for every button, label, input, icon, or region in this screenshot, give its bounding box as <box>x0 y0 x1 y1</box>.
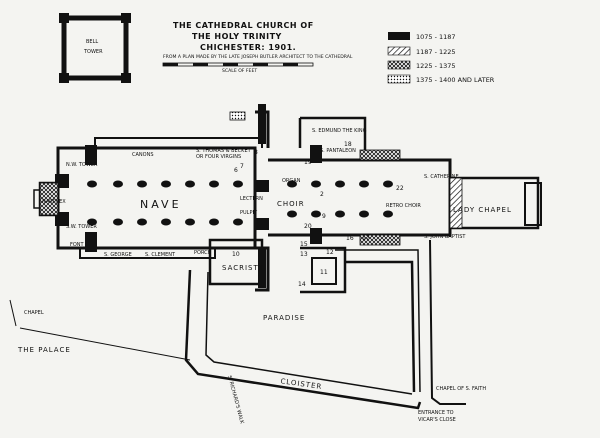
nave-pier <box>185 180 195 188</box>
narthex-label: NARTHEX <box>42 199 66 205</box>
bell-label: BELL <box>86 39 98 45</box>
nave-pier <box>209 180 219 188</box>
choir-pier <box>311 210 321 218</box>
porch-label: PORCH <box>194 250 212 256</box>
title-line-3: CHICHESTER: 1901. <box>200 43 296 52</box>
st-catherine-label: S. CATHERINE <box>424 174 459 180</box>
num-9: 9 <box>322 213 326 220</box>
font-label: FONT <box>70 242 85 248</box>
chapel-st-faith-label: CHAPEL OF S. FAITH <box>436 386 486 392</box>
nave-pier <box>233 180 243 188</box>
st-clement-label: S. CLEMENT <box>145 252 176 258</box>
lectern-label: LECTERN <box>240 196 263 202</box>
scale-label: SCALE OF FEET <box>222 68 257 74</box>
num-20: 20 <box>304 223 312 230</box>
choir-pier <box>287 210 297 218</box>
sw-tower-label: S.W. TOWER <box>66 224 97 230</box>
legend-swatch-solid <box>388 32 410 40</box>
st-pantaleon-label: S. PANTALEON <box>320 148 356 154</box>
palace-label: THE PALACE <box>17 346 71 354</box>
st-edmund-label: S. EDMUND THE KING <box>312 128 367 134</box>
nave-pier <box>137 180 147 188</box>
vicars-close-label: VICAR'S CLOSE <box>418 417 456 423</box>
num-8: 8 <box>254 149 258 156</box>
plan-labels: NAVE CHOIR LADY CHAPEL PARADISE CLOISTER… <box>17 128 512 425</box>
title-line-1: THE CATHEDRAL CHURCH OF <box>173 21 314 30</box>
num-10: 10 <box>232 251 240 258</box>
choir-pier <box>383 180 393 188</box>
pulpit-label: PULPIT <box>240 210 258 216</box>
nave-pier <box>161 180 171 188</box>
later-masonry <box>39 111 463 246</box>
chapel-left-label: CHAPEL <box>24 310 44 316</box>
num-6: 6 <box>234 167 238 174</box>
choir-pier <box>359 210 369 218</box>
legend-label-4: 1375 - 1400 AND LATER <box>416 76 495 84</box>
legend-swatch-cross <box>387 60 411 70</box>
title-block: THE CATHEDRAL CHURCH OF THE HOLY TRINITY… <box>162 21 353 74</box>
num-18: 18 <box>344 141 352 148</box>
choir-pier <box>383 210 393 218</box>
plan-numbers: 6 7 8 9 10 11 12 13 14 15 16 17 18 19 20… <box>232 141 404 288</box>
choir-pier <box>287 180 297 188</box>
legend-label-3: 1225 - 1375 <box>416 62 456 70</box>
num-7: 7 <box>240 163 244 170</box>
paradise-label: PARADISE <box>263 314 305 322</box>
num-2: 2 <box>320 191 324 198</box>
num-15: 15 <box>300 241 308 248</box>
choir-piers <box>287 180 393 218</box>
nave-pier <box>113 218 123 226</box>
legend-label-1: 1075 - 1187 <box>416 33 456 41</box>
legend-label-2: 1187 - 1225 <box>416 48 456 56</box>
num-11: 11 <box>320 269 328 276</box>
choir-pier <box>335 210 345 218</box>
st-thomas-label: S. THOMAS & BECKET <box>196 148 252 154</box>
st-john-baptist-label: S. JOHN BAPTIST <box>424 234 466 240</box>
nave-pier <box>161 218 171 226</box>
nave-pier <box>87 180 97 188</box>
scale-bar <box>162 62 314 67</box>
num-14: 14 <box>298 281 306 288</box>
norman-masonry <box>55 104 322 288</box>
nave-pier <box>209 218 219 226</box>
four-virgins-label: OR FOUR VIRGINS <box>196 154 241 160</box>
nw-tower-label: N.W. TOWER <box>66 162 98 168</box>
choir-label: CHOIR <box>277 200 305 208</box>
cloister-walls <box>9 239 466 410</box>
num-12: 12 <box>326 249 334 256</box>
legend-swatch-hatch <box>387 46 411 56</box>
nave-label: NAVE <box>140 198 182 211</box>
st-george-label: S. GEORGE <box>104 252 132 258</box>
num-17: 17 <box>362 235 370 242</box>
entrance-label: ENTRANCE TO <box>418 410 454 416</box>
tower-label: TOWER <box>83 49 103 55</box>
bell-tower-inset: BELL TOWER <box>59 13 131 83</box>
legend-swatch-dots <box>387 74 411 84</box>
choir-pier <box>311 180 321 188</box>
canons-label: CANONS <box>132 152 154 158</box>
title-line-4: FROM A PLAN MADE BY THE LATE JOSEPH BUTL… <box>163 54 353 60</box>
title-line-2: THE HOLY TRINITY <box>192 32 282 41</box>
num-16: 16 <box>346 235 354 242</box>
num-13: 13 <box>300 251 308 258</box>
st-richards-walk-label: S. RICHARD'S WALK <box>226 375 245 425</box>
nave-pier <box>87 218 97 226</box>
choir-pier <box>335 180 345 188</box>
nave-pier <box>233 218 243 226</box>
period-legend: 1075 - 1187 1187 - 1225 1225 - 1375 1375… <box>387 32 495 84</box>
retro-choir-label: RETRO CHOIR <box>386 203 421 209</box>
choir-pier <box>359 180 369 188</box>
organ-label: ORGAN <box>282 178 301 184</box>
num-22: 22 <box>396 185 404 192</box>
sacristy-label: SACRISTY <box>222 264 264 272</box>
num-19: 19 <box>304 159 312 166</box>
lady-chapel-label: LADY CHAPEL <box>453 206 512 214</box>
nave-piers <box>87 180 243 226</box>
nave-pier <box>137 218 147 226</box>
nave-pier <box>185 218 195 226</box>
nave-pier <box>113 180 123 188</box>
